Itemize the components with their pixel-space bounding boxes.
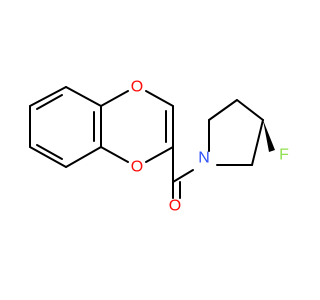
ring-oxygen-top-label: O (131, 79, 143, 96)
carbonyl-group (172, 146, 194, 199)
fluorine-label: F (279, 147, 289, 164)
molecule-structure: O O O N F (0, 0, 300, 300)
benzene-ring (29, 86, 102, 168)
pyrrolidine-nitrogen-label: N (198, 150, 210, 167)
ring-oxygen-bottom-label: O (131, 159, 143, 176)
wedge-bond (263, 120, 275, 152)
canvas-background (0, 0, 300, 300)
carbonyl-oxygen-label: O (169, 198, 181, 215)
dioxine-ring (100, 90, 174, 163)
pyrrolidine-ring (208, 99, 275, 166)
